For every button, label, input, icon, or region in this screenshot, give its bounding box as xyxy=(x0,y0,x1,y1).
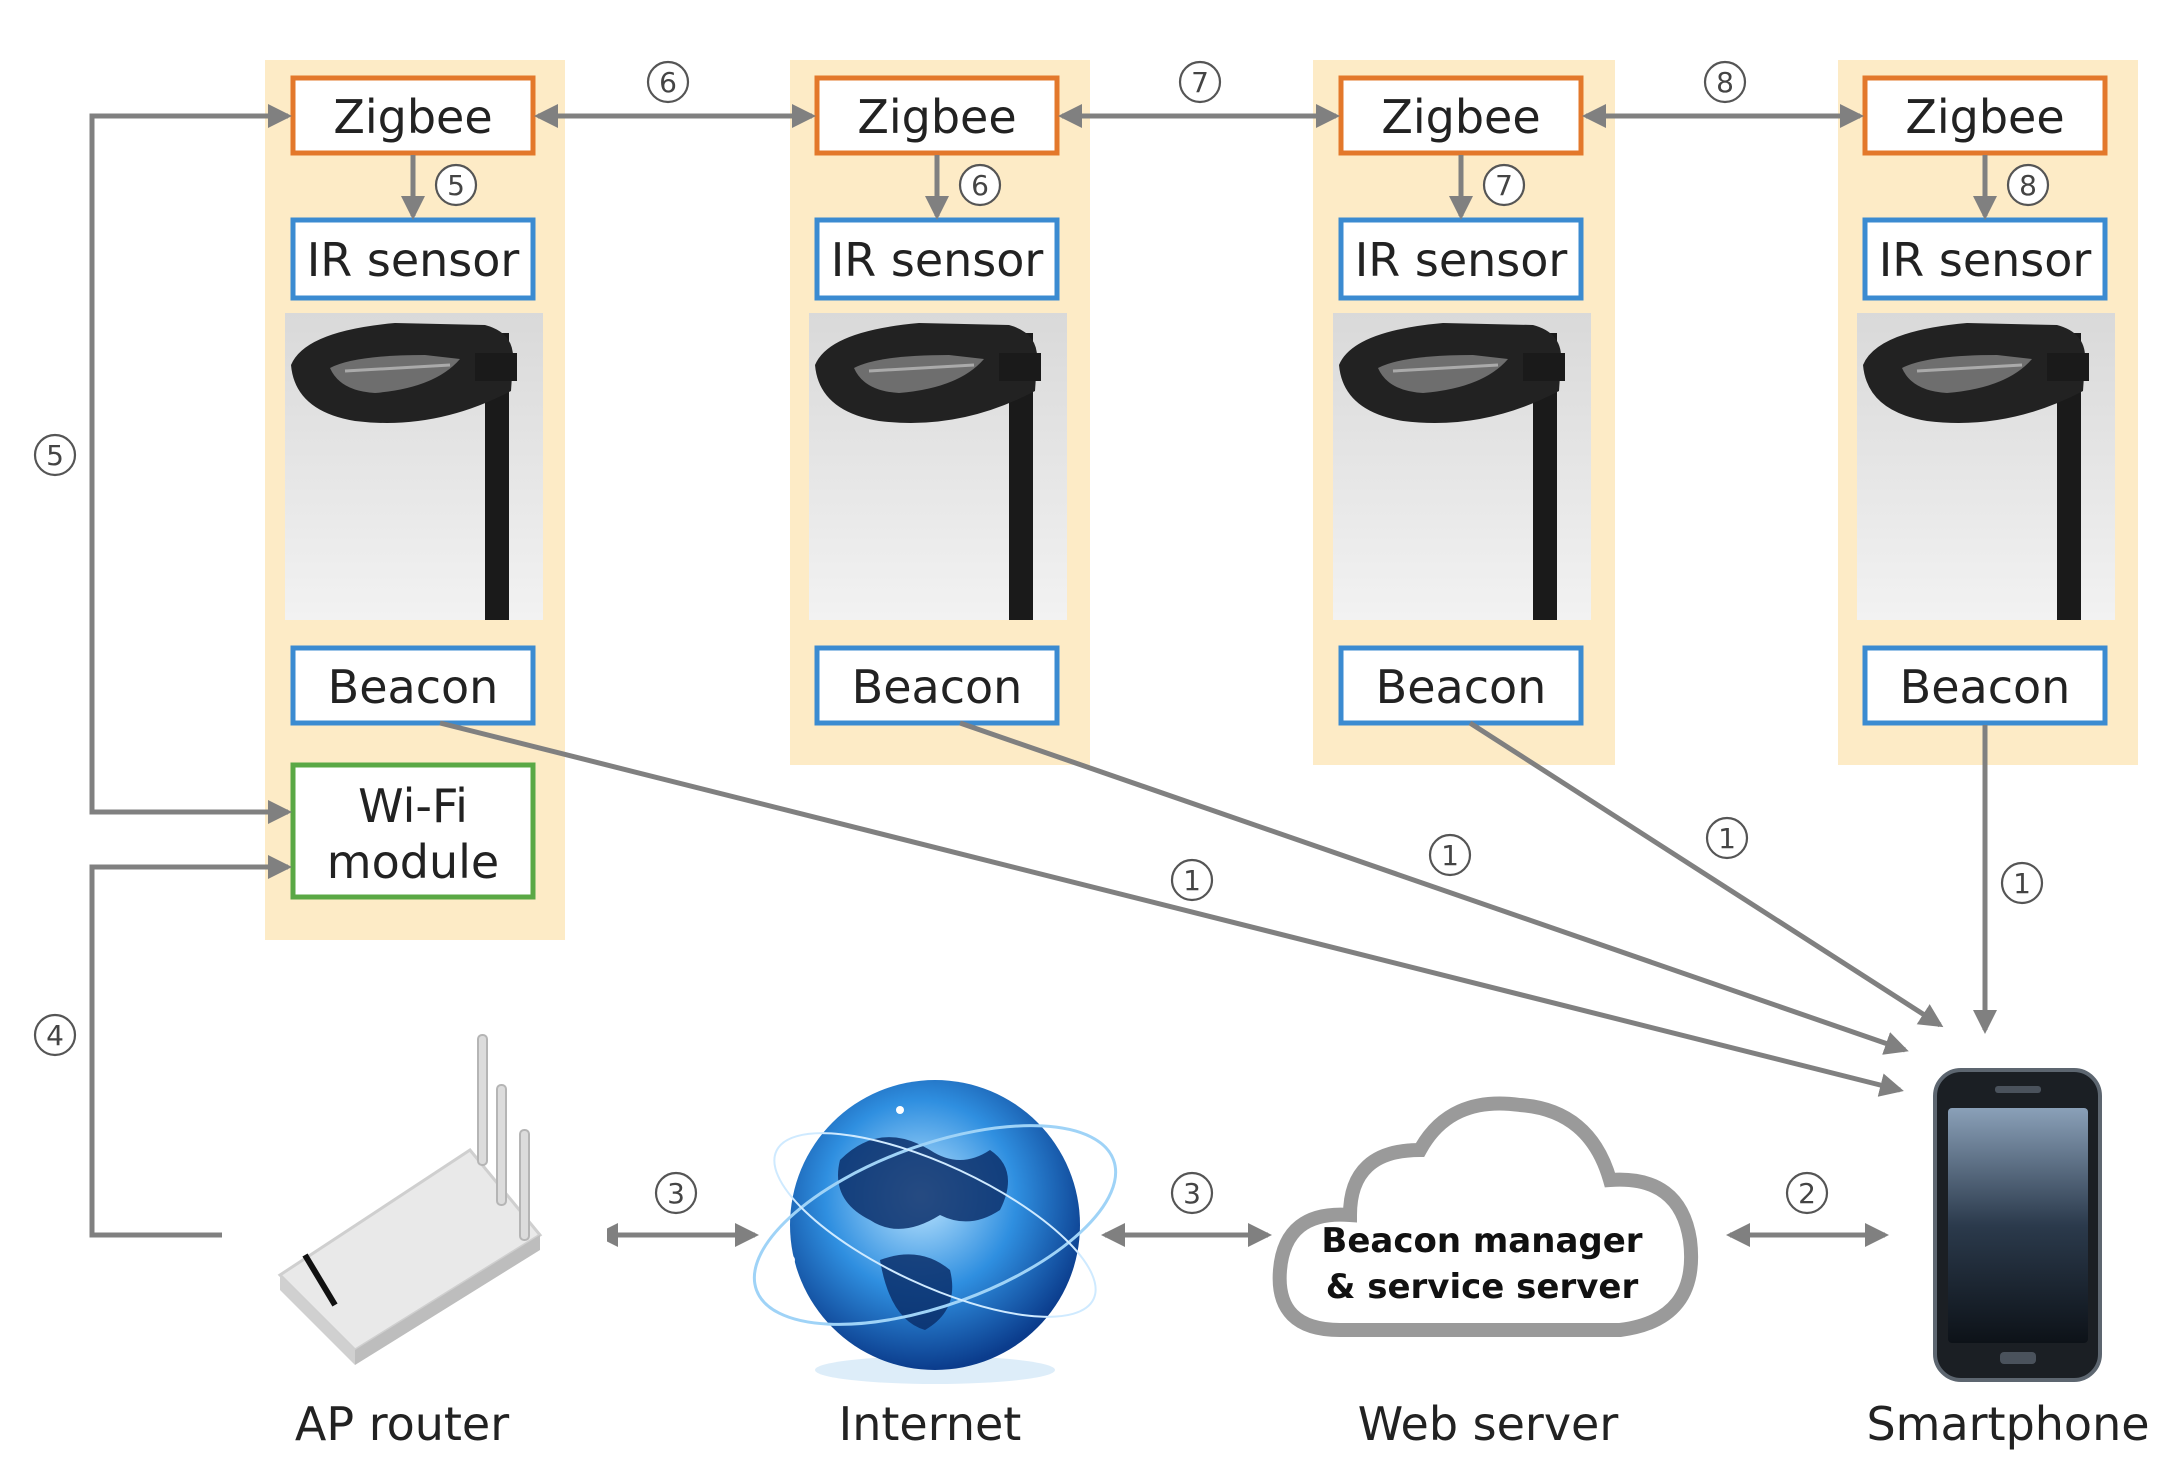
smartphone-icon xyxy=(1933,1068,2102,1382)
ap-router-label: AP router xyxy=(295,1397,509,1451)
beacon-label: Beacon xyxy=(1376,660,1547,714)
ir-sensor-label: IR sensor xyxy=(1355,233,1568,287)
zigbee-label: Zigbee xyxy=(1381,90,1540,144)
wifi-module: Wi-Fi module xyxy=(290,762,536,900)
step-badge: 3 xyxy=(1170,1171,1214,1215)
ir-sensor-4: IR sensor xyxy=(1862,217,2108,301)
svg-text:8: 8 xyxy=(2019,169,2037,202)
wifi-module-line2: module xyxy=(327,835,499,889)
ir-sensor-label: IR sensor xyxy=(1879,233,2092,287)
zigbee-label: Zigbee xyxy=(1905,90,2064,144)
web-server-cloud-icon: Beacon manager & service server xyxy=(1272,1096,1699,1337)
street-lamp-image-3 xyxy=(1333,313,1591,620)
wifi-to-zigbee-arrow xyxy=(89,104,292,824)
svg-text:5: 5 xyxy=(447,169,465,202)
step-badge: 7 xyxy=(1178,60,1222,104)
cloud-text-line2: & service server xyxy=(1326,1267,1639,1307)
zigbee-node-4: Zigbee xyxy=(1862,75,2108,156)
svg-text:1: 1 xyxy=(1718,822,1736,855)
cloud-text-line1: Beacon manager xyxy=(1321,1221,1642,1261)
svg-text:6: 6 xyxy=(659,66,677,99)
ir-sensor-3: IR sensor xyxy=(1338,217,1584,301)
beacon-2-to-phone-arrow xyxy=(959,720,1909,1055)
svg-text:8: 8 xyxy=(1716,66,1734,99)
zigbee-node-1: Zigbee xyxy=(290,75,536,156)
svg-text:1: 1 xyxy=(2013,867,2031,900)
step-badge: 3 xyxy=(654,1171,698,1215)
beacon-1: Beacon xyxy=(290,645,536,726)
beacon-label: Beacon xyxy=(328,660,499,714)
smartphone-label: Smartphone xyxy=(1866,1397,2149,1451)
ir-sensor-1: IR sensor xyxy=(290,217,536,301)
svg-text:2: 2 xyxy=(1798,1177,1816,1210)
svg-text:3: 3 xyxy=(667,1177,685,1210)
zigbee-label: Zigbee xyxy=(333,90,492,144)
svg-text:6: 6 xyxy=(971,169,989,202)
web-server-label: Web server xyxy=(1358,1397,1619,1451)
ir-sensor-label: IR sensor xyxy=(831,233,1044,287)
ap-router-icon xyxy=(222,1030,607,1365)
step-badge: 4 xyxy=(33,1013,77,1057)
step-badge: 6 xyxy=(958,163,1002,207)
wifi-module-line1: Wi-Fi xyxy=(358,779,468,833)
svg-text:7: 7 xyxy=(1191,66,1209,99)
step-badge: 2 xyxy=(1785,1171,1829,1215)
step-badge: 5 xyxy=(434,163,478,207)
ir-sensor-label: IR sensor xyxy=(307,233,520,287)
router-to-wifi-arrow xyxy=(89,855,292,1247)
svg-text:7: 7 xyxy=(1495,169,1513,202)
svg-text:3: 3 xyxy=(1183,1177,1201,1210)
beacon-label: Beacon xyxy=(852,660,1023,714)
beacon-label: Beacon xyxy=(1900,660,2071,714)
svg-text:5: 5 xyxy=(46,439,64,472)
beacon-3-to-phone-arrow xyxy=(1468,720,1944,1028)
step-badge: 1 xyxy=(2000,861,2044,905)
beacon-3: Beacon xyxy=(1338,645,1584,726)
svg-text:1: 1 xyxy=(1441,839,1459,872)
svg-text:4: 4 xyxy=(46,1019,64,1052)
svg-text:1: 1 xyxy=(1183,864,1201,897)
street-lamp-image-4 xyxy=(1857,313,2115,620)
zigbee-node-2: Zigbee xyxy=(814,75,1060,156)
step-badge: 1 xyxy=(1428,833,1472,877)
beacon-4: Beacon xyxy=(1862,645,2108,726)
step-badge: 5 xyxy=(33,433,77,477)
step-badge: 8 xyxy=(1703,60,1747,104)
step-badge: 7 xyxy=(1482,163,1526,207)
step-badge: 8 xyxy=(2006,163,2050,207)
zigbee-node-3: Zigbee xyxy=(1338,75,1584,156)
street-lamp-image-2 xyxy=(809,313,1067,620)
step-badge: 1 xyxy=(1170,858,1214,902)
step-badge: 6 xyxy=(646,60,690,104)
beacon-1-to-phone-arrow xyxy=(439,720,1904,1097)
internet-globe-icon xyxy=(752,1080,1118,1384)
zigbee-label: Zigbee xyxy=(857,90,1016,144)
step-badge: 1 xyxy=(1705,816,1749,860)
beacon-2: Beacon xyxy=(814,645,1060,726)
street-lamp-image-1 xyxy=(285,313,543,620)
internet-label: Internet xyxy=(839,1397,1022,1451)
ir-sensor-2: IR sensor xyxy=(814,217,1060,301)
